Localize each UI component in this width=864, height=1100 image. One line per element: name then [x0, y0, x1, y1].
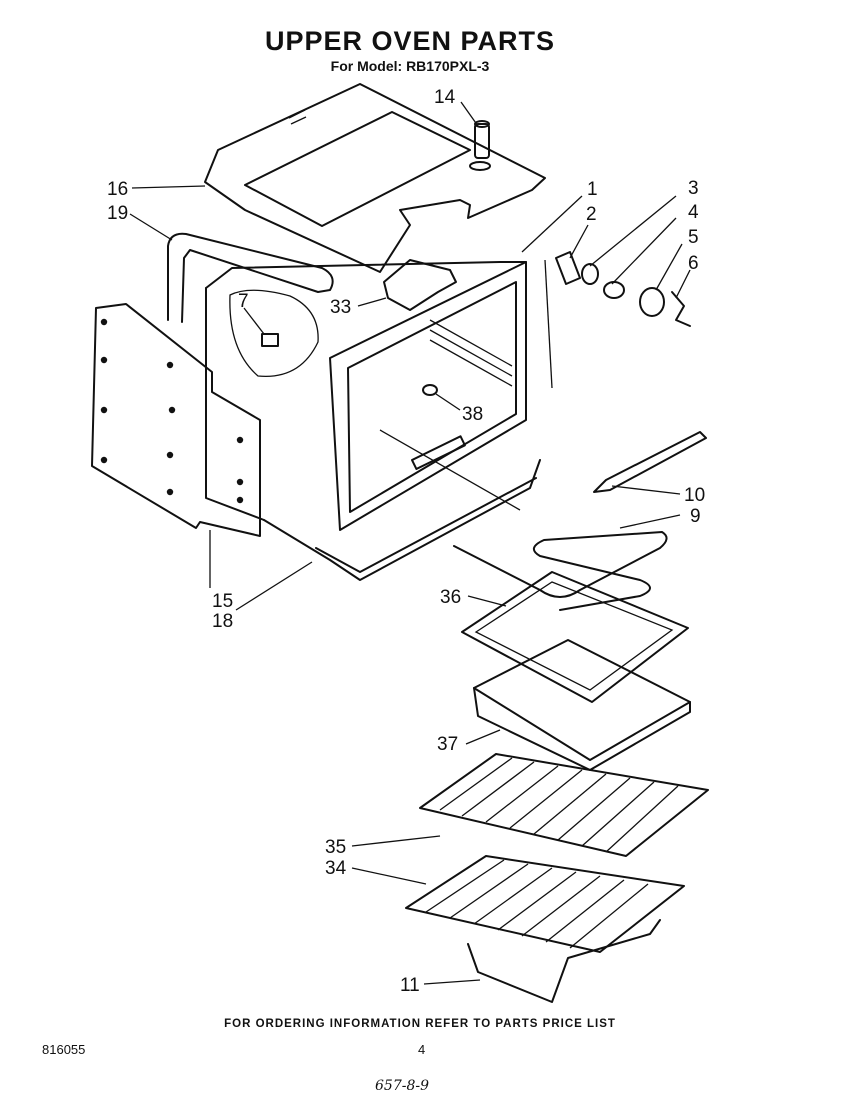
callout-18: 18: [212, 611, 233, 632]
callout-15: 15: [212, 591, 233, 612]
callout-16: 16: [107, 179, 128, 200]
callout-6: 6: [688, 253, 699, 274]
page-title: UPPER OVEN PARTS: [264, 26, 556, 56]
handwritten-note: 657-8-9: [375, 1078, 429, 1094]
callout-38: 38: [462, 404, 483, 425]
callout-14: 14: [434, 87, 456, 108]
broiler-grid-drawing: [461, 571, 689, 703]
callout-9: 9: [690, 506, 701, 527]
top-post-drawing: [469, 120, 491, 171]
callout-11: 11: [400, 975, 420, 996]
callout-7: 7: [238, 291, 249, 312]
callout-19: 19: [107, 203, 128, 224]
callout-37: 37: [437, 734, 458, 755]
callout-10: 10: [684, 485, 705, 506]
leader-lines: [129, 101, 691, 985]
oven-rack-lower-drawing: [405, 855, 685, 1003]
callout-3: 3: [688, 178, 699, 199]
ordering-note: FOR ORDERING INFORMATION REFER TO PARTS …: [224, 1018, 616, 1030]
side-panel-drawing: [91, 303, 261, 537]
callout-1: 1: [587, 179, 598, 200]
callout-2: 2: [586, 204, 597, 225]
light-assembly-drawing: [544, 251, 691, 389]
callout-4: 4: [688, 202, 699, 223]
bake-element-drawing: [453, 531, 668, 611]
oven-box-drawing: [205, 261, 541, 581]
oven-rack-upper-drawing: [419, 753, 709, 857]
callout-5: 5: [688, 227, 699, 248]
callout-36: 36: [440, 587, 461, 608]
callout-33: 33: [330, 297, 351, 318]
document-code: 816055: [42, 1042, 86, 1057]
bracket-rod-drawing: [593, 431, 707, 493]
top-panel-drawing: [204, 83, 546, 273]
callout-labels: 14 16 19 1 2 3 4 5 6 33 7 38 10 9 15 18 …: [107, 87, 705, 996]
callout-34: 34: [325, 858, 347, 879]
model-subtitle: For Model: RB170PXL-3: [330, 58, 490, 74]
plate-drawing: [383, 259, 457, 311]
page-number: 4: [418, 1042, 426, 1057]
callout-35: 35: [325, 837, 346, 858]
broiler-pan-drawing: [473, 639, 691, 771]
